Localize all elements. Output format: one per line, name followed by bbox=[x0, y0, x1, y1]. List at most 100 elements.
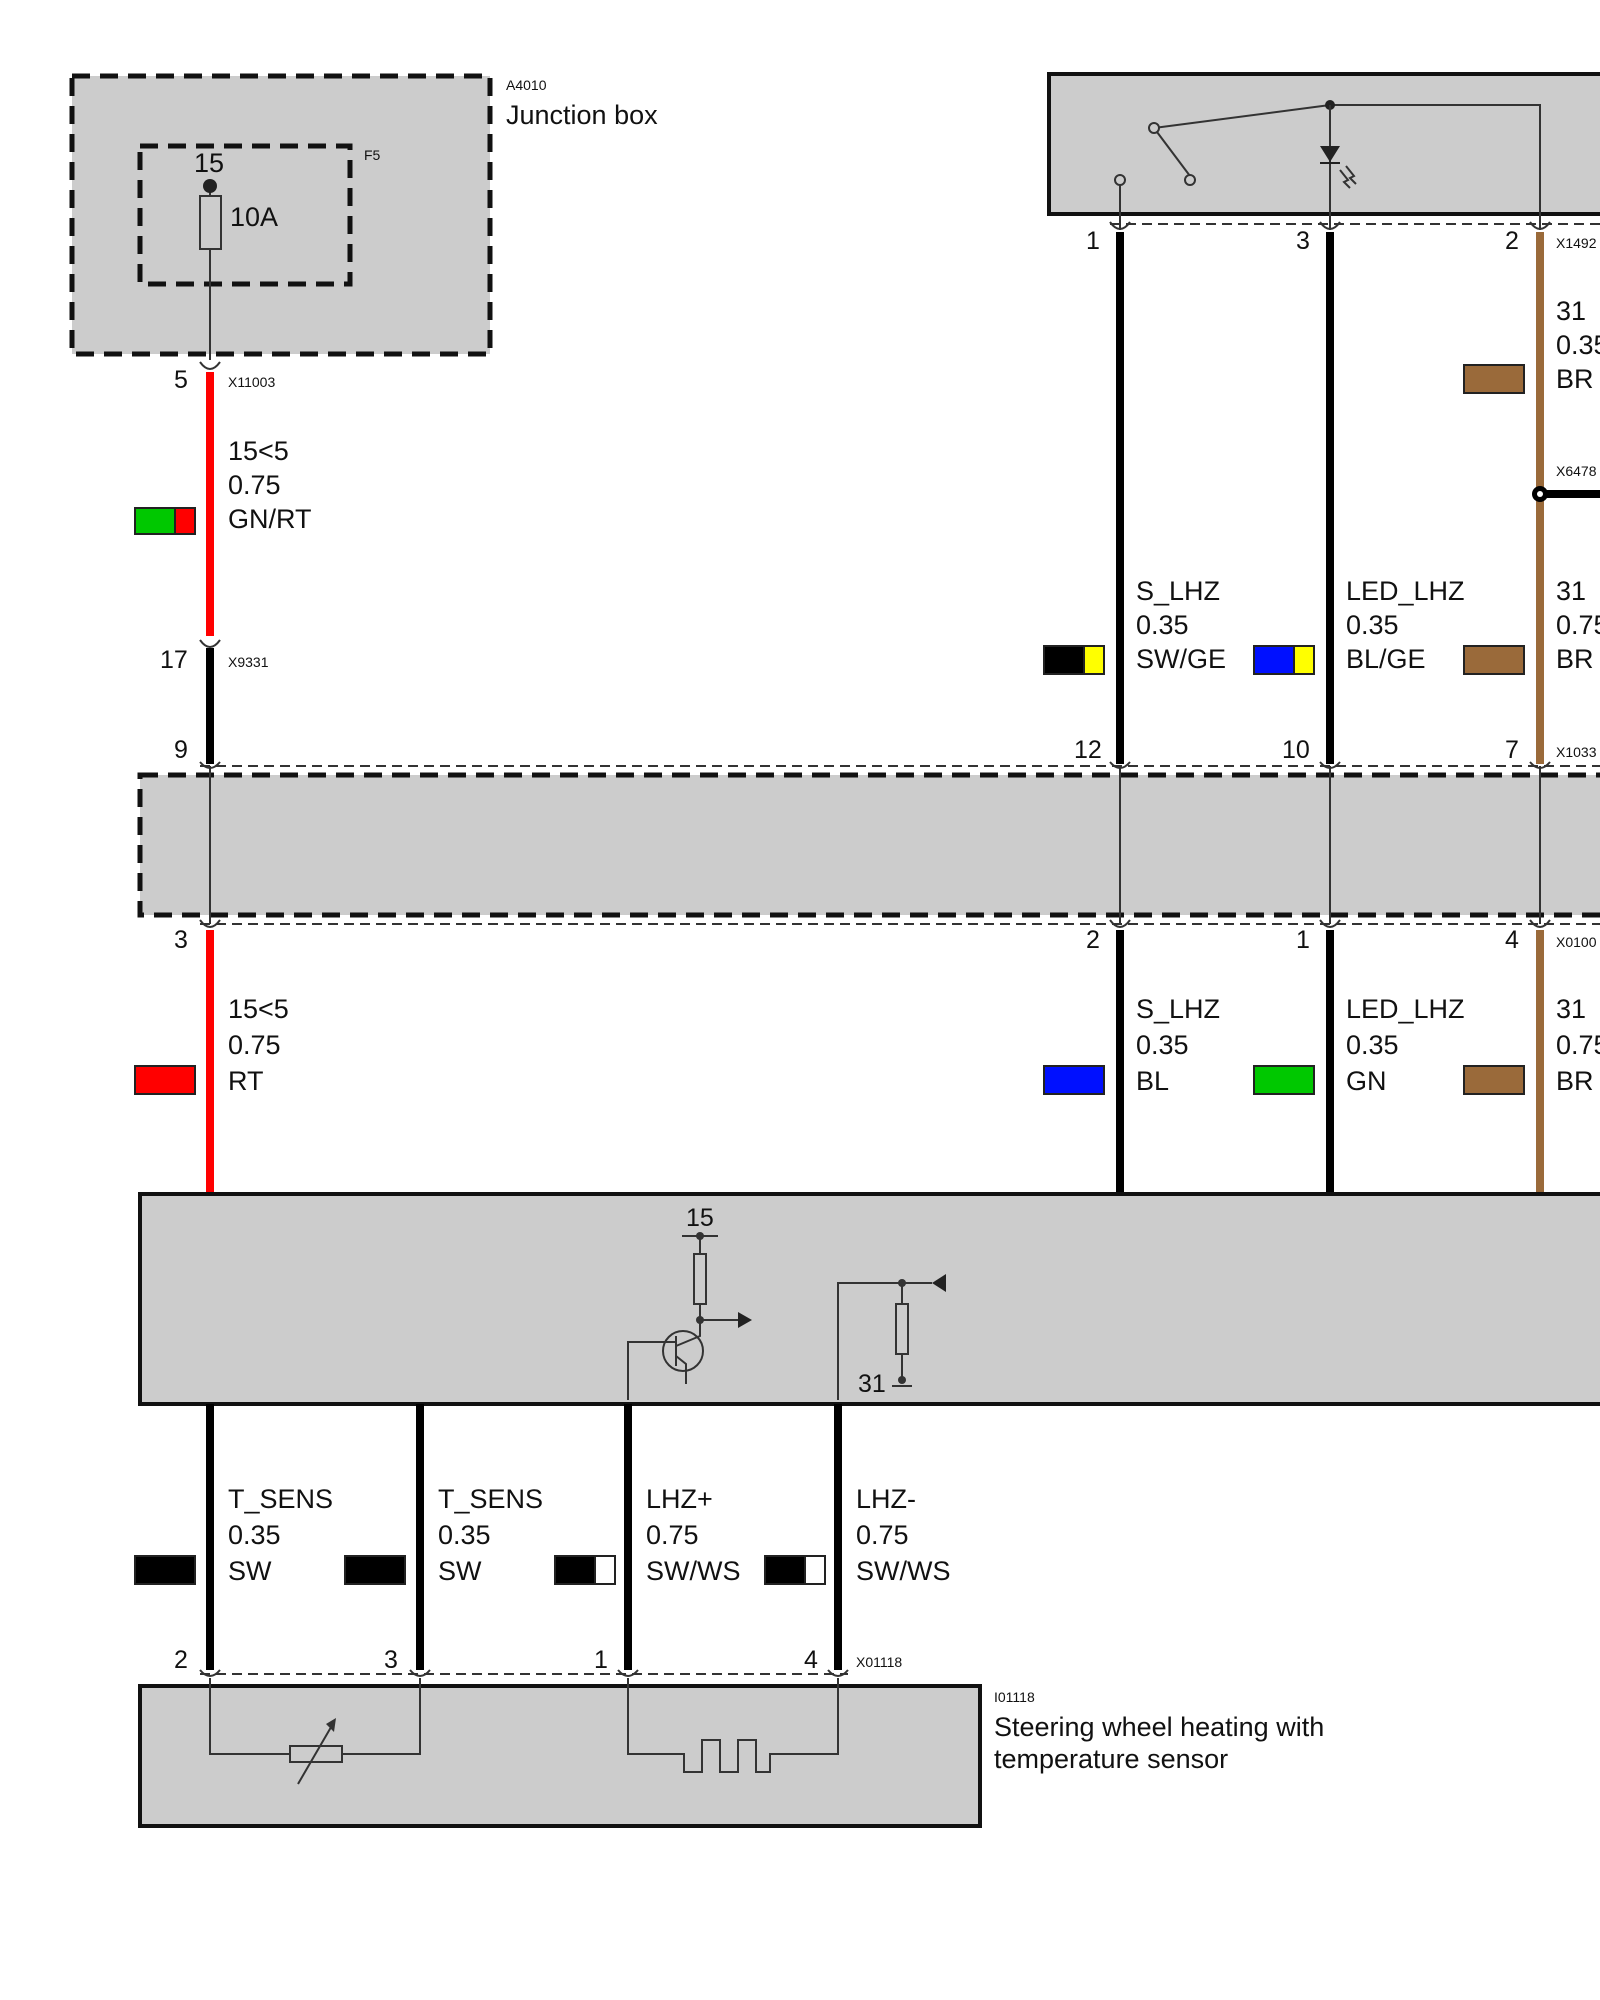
wire-tsens-1-label: T_SENS 0.35 SW bbox=[134, 1484, 333, 1586]
wire-size: 0.35 bbox=[1346, 1030, 1399, 1060]
x1033-pin-12: 12 bbox=[1074, 736, 1102, 764]
color-swatch-ge bbox=[1083, 645, 1105, 675]
junction-box-id: A4010 bbox=[506, 77, 547, 93]
x0100-id: X0100 bbox=[1556, 934, 1597, 950]
heater-name-line1: Steering wheel heating with bbox=[994, 1712, 1324, 1742]
x1492-terminal-3 bbox=[1319, 221, 1341, 230]
wire-s-lhz-bottom-label: S_LHZ 0.35 BL bbox=[1043, 994, 1220, 1096]
control-unit: 15 31 bbox=[138, 1192, 1600, 1406]
wire-color-code: BR bbox=[1556, 1066, 1594, 1096]
x1492-pin-1: 1 bbox=[1086, 227, 1100, 255]
fuse-symbol bbox=[199, 195, 222, 250]
wire-led-lhz-top-label: LED_LHZ 0.35 BL/GE bbox=[1253, 576, 1465, 675]
x1492-pin-2: 2 bbox=[1505, 227, 1519, 255]
variable-arrow-icon bbox=[326, 1718, 336, 1732]
wire-signal: T_SENS bbox=[438, 1484, 543, 1514]
wire-signal: LED_LHZ bbox=[1346, 576, 1465, 606]
wire-signal: 31 bbox=[1556, 296, 1586, 326]
x1033-id: X1033 bbox=[1556, 744, 1597, 760]
wire-signal: S_LHZ bbox=[1136, 576, 1220, 606]
color-swatch-sw bbox=[134, 1555, 196, 1585]
led-ray-1 bbox=[1339, 169, 1351, 189]
switch-contact bbox=[1153, 127, 1191, 177]
color-swatch-br bbox=[1463, 645, 1525, 675]
x0100-pin-3: 3 bbox=[174, 926, 188, 954]
color-swatch-ge bbox=[1293, 645, 1315, 675]
x0100-pin-1: 1 bbox=[1296, 926, 1310, 954]
junction-box-outline bbox=[69, 73, 493, 357]
color-swatch-bl bbox=[1253, 645, 1295, 675]
wire-color-code: GN bbox=[1346, 1066, 1387, 1096]
wire-s-lhz-top-label: S_LHZ 0.35 SW/GE bbox=[1043, 576, 1226, 675]
wire-color-code: BL bbox=[1136, 1066, 1169, 1096]
led-icon bbox=[1320, 146, 1340, 162]
fuse-rating-label: 10A bbox=[230, 202, 278, 232]
color-swatch-ws bbox=[804, 1555, 826, 1585]
output-arrow-icon bbox=[738, 1312, 752, 1328]
x6478-id: X6478 bbox=[1556, 463, 1597, 479]
x9331-id: X9331 bbox=[228, 654, 269, 670]
band-terminal-top-2 bbox=[1109, 761, 1131, 769]
band-terminal-bottom-1 bbox=[199, 919, 221, 928]
switch-module-outline bbox=[1047, 72, 1600, 216]
color-swatch-gn bbox=[1253, 1065, 1315, 1095]
heating-element-icon bbox=[627, 1678, 839, 1773]
color-swatch-sw bbox=[764, 1555, 806, 1585]
band-terminal-bottom-4 bbox=[1529, 919, 1551, 928]
control-unit-terminal-15: 15 bbox=[686, 1204, 714, 1232]
color-swatch-br bbox=[1463, 1065, 1525, 1095]
steering-wheel-heater bbox=[138, 1678, 982, 1828]
color-swatch-rt bbox=[134, 1065, 196, 1095]
wire-signal: T_SENS bbox=[228, 1484, 333, 1514]
wire-lhz-plus-label: LHZ+ 0.75 SW/WS bbox=[554, 1484, 741, 1586]
x1492-terminal-1 bbox=[1109, 221, 1131, 230]
x01118-pin-2: 2 bbox=[174, 1646, 188, 1674]
x11003-terminal bbox=[199, 361, 221, 370]
x01118-pin-4: 4 bbox=[804, 1646, 818, 1674]
control-unit-terminal-31: 31 bbox=[858, 1370, 886, 1398]
fuse-id-label: F5 bbox=[364, 147, 381, 163]
wire-15-rt-label: 15<5 0.75 RT bbox=[134, 994, 289, 1096]
band-terminal-top-4 bbox=[1529, 761, 1551, 769]
band-terminal-top-1 bbox=[199, 761, 221, 769]
junction-box-name: Junction box bbox=[506, 100, 658, 130]
fuse-terminal-dot bbox=[203, 179, 217, 193]
wire-size: 0.75 bbox=[646, 1520, 699, 1550]
color-swatch-sw bbox=[554, 1555, 596, 1585]
wire-signal: LHZ- bbox=[856, 1484, 916, 1514]
color-swatch-sw bbox=[1043, 645, 1085, 675]
color-swatch-gn bbox=[134, 507, 176, 535]
x01118-id: X01118 bbox=[856, 1654, 902, 1670]
wire-signal: LED_LHZ bbox=[1346, 994, 1465, 1024]
x1492-id: X1492 bbox=[1556, 235, 1597, 251]
ground-lead bbox=[837, 1282, 902, 1400]
wire-31-c-label: 31 0.75 BR bbox=[1463, 994, 1600, 1096]
x11003-pin: 5 bbox=[174, 366, 188, 394]
x1492-terminal-2 bbox=[1529, 221, 1551, 230]
band-terminal-bottom-3 bbox=[1319, 919, 1341, 928]
wire-color-code: SW/WS bbox=[856, 1556, 951, 1586]
wire-color-code: BR bbox=[1556, 644, 1594, 674]
color-swatch-sw bbox=[344, 1555, 406, 1585]
wire-size: 0.35 bbox=[438, 1520, 491, 1550]
color-swatch-ws bbox=[594, 1555, 616, 1585]
color-swatch-bl bbox=[1043, 1065, 1105, 1095]
wire-size: 0.35 bbox=[1136, 610, 1189, 640]
transistor-emitter bbox=[675, 1355, 687, 1384]
wire-size: 0.35 bbox=[1346, 610, 1399, 640]
switch-module bbox=[1047, 72, 1600, 230]
x01118-terminal-1 bbox=[617, 1669, 639, 1677]
wire-31-a-label: 31 0.35 BR bbox=[1463, 296, 1600, 394]
band-terminal-bottom-2 bbox=[1109, 919, 1131, 928]
pulldown-node bbox=[898, 1376, 906, 1384]
heater-outline bbox=[138, 1684, 982, 1828]
wire-lhz-minus-label: LHZ- 0.75 SW/WS bbox=[764, 1484, 951, 1586]
wire-size: 0.35 bbox=[228, 1520, 281, 1550]
wire-signal: LHZ+ bbox=[646, 1484, 713, 1514]
color-swatch-br bbox=[1463, 364, 1525, 394]
pulldown-resistor-icon bbox=[895, 1303, 909, 1355]
wire-size: 0.75 bbox=[1556, 1030, 1600, 1060]
harness-band-outline bbox=[137, 772, 1600, 918]
band-terminal-top-3 bbox=[1319, 761, 1341, 769]
